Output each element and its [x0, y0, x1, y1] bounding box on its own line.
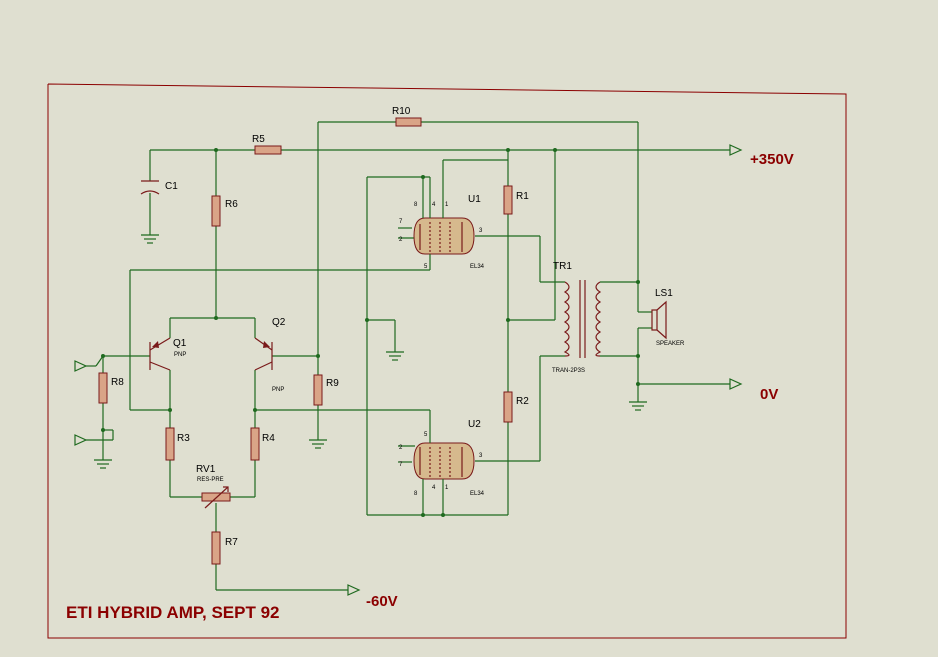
r2-label: R2 [516, 396, 529, 407]
r9-label: R9 [326, 378, 339, 389]
resistor-r10[interactable]: R10 [392, 106, 422, 127]
u2-type: EL34 [470, 491, 485, 497]
junction-dots [101, 148, 640, 517]
ground-cathodes [386, 351, 404, 361]
schematic-title: ETI HYBRID AMP, SEPT 92 [66, 603, 280, 622]
q1-label: Q1 [173, 338, 187, 349]
transformer-tr1[interactable]: TR1 TRAN-2P3S [552, 261, 602, 374]
u2-label: U2 [468, 419, 481, 430]
tube-u1[interactable]: 8 4 1 7 2 3 5 U1 EL34 [399, 194, 485, 270]
tr1-type: TRAN-2P3S [552, 368, 585, 374]
resistor-r1[interactable]: R1 [503, 185, 529, 215]
u2-pin-7: 7 [399, 462, 403, 468]
ground-speaker [629, 401, 647, 411]
pos-rail-arrow [729, 144, 743, 156]
r5-label: R5 [252, 134, 265, 145]
ground-c1 [141, 234, 159, 244]
u1-pin-2: 2 [399, 237, 403, 243]
r4-label: R4 [262, 433, 275, 444]
u1-pin-4: 4 [432, 202, 436, 208]
terminals [74, 144, 743, 596]
zero-rail-label: 0V [760, 386, 778, 403]
r3-label: R3 [177, 433, 190, 444]
u2-pin-2: 2 [399, 445, 403, 451]
r8-label: R8 [111, 377, 124, 388]
u1-pin-1: 1 [445, 202, 449, 208]
ground-input [94, 459, 112, 469]
resistor-r7[interactable]: R7 [211, 531, 238, 565]
pos-rail-label: +350V [750, 151, 794, 168]
u1-label: U1 [468, 194, 481, 205]
u2-pin-5: 5 [424, 432, 428, 438]
transistor-q1[interactable]: Q1 PNP [149, 337, 187, 371]
tube-u2[interactable]: 5 4 1 2 7 3 8 U2 EL34 [399, 419, 485, 497]
c1-label: C1 [165, 181, 178, 192]
resistor-r2[interactable]: R2 [503, 391, 529, 423]
resistor-r6[interactable]: R6 [211, 195, 238, 227]
rv1-type: RES-PRE [197, 477, 224, 483]
u2-pin-4: 4 [432, 485, 436, 491]
q1-type: PNP [174, 352, 186, 358]
input-ground-terminal-arrow [74, 434, 88, 446]
tr1-label: TR1 [553, 261, 572, 272]
ground-r9 [309, 439, 327, 449]
q2-label: Q2 [272, 317, 286, 328]
resistor-r5[interactable]: R5 [252, 134, 282, 155]
resistor-r3[interactable]: R3 [165, 427, 190, 461]
sheet-border [47, 83, 847, 639]
neg-rail-arrow [347, 584, 361, 596]
r10-label: R10 [392, 106, 411, 117]
r7-label: R7 [225, 537, 238, 548]
resistor-r4[interactable]: R4 [250, 427, 275, 461]
u2-pin-1: 1 [445, 485, 449, 491]
preset-rv1[interactable]: RV1 RES-PRE [196, 464, 231, 509]
r1-label: R1 [516, 191, 529, 202]
zero-rail-arrow [729, 378, 743, 390]
ls1-label: LS1 [655, 288, 673, 299]
u2-pin-8: 8 [414, 491, 418, 497]
u1-type: EL34 [470, 264, 485, 270]
rv1-label: RV1 [196, 464, 216, 475]
capacitor-c1[interactable]: C1 [140, 180, 178, 195]
u1-pin-7: 7 [399, 219, 403, 225]
neg-rail-label: -60V [366, 593, 398, 610]
ls1-type: SPEAKER [656, 341, 685, 347]
u1-pin-5: 5 [424, 264, 428, 270]
wiring [86, 121, 730, 591]
input-terminal-arrow [74, 360, 88, 372]
ground-symbols [94, 234, 647, 469]
q2-type: PNP [272, 387, 284, 393]
u1-pin-8: 8 [414, 202, 418, 208]
resistor-r8[interactable]: R8 [98, 372, 124, 404]
transistor-q2[interactable]: Q2 PNP [254, 317, 286, 393]
r6-label: R6 [225, 199, 238, 210]
resistor-r9[interactable]: R9 [313, 374, 339, 406]
u2-pin-3: 3 [479, 453, 483, 459]
speaker-ls1[interactable]: LS1 SPEAKER [651, 288, 685, 347]
u1-pin-3: 3 [479, 228, 483, 234]
